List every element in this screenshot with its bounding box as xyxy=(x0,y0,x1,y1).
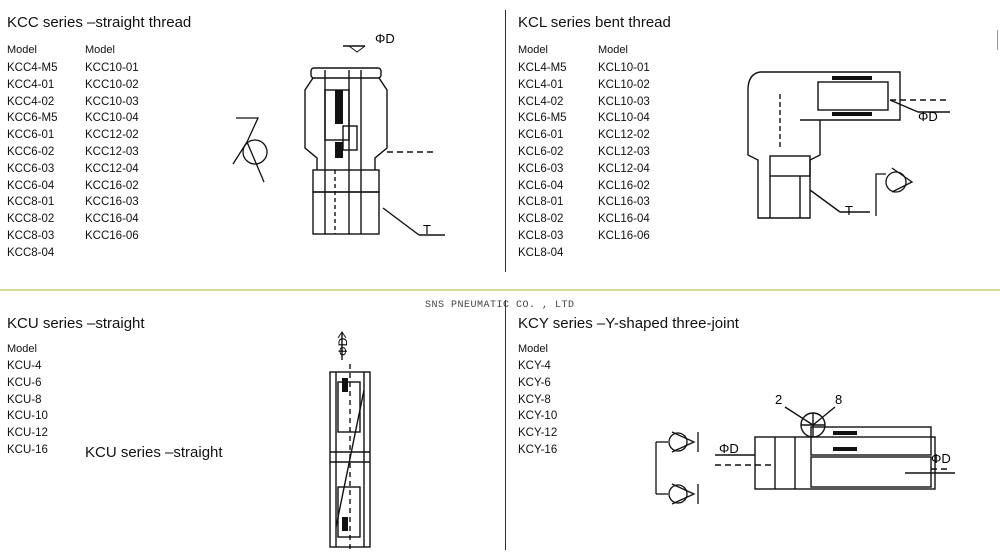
kcc-label-t: T xyxy=(423,222,431,237)
model-item: KCL6-M5 xyxy=(518,112,567,125)
model-item: KCC16-04 xyxy=(85,213,139,226)
model-item: KCL4-M5 xyxy=(518,62,567,74)
model-item: KCY-12 xyxy=(518,427,558,440)
kcy-label-8: 8 xyxy=(835,392,842,407)
kcu-fitting-drawing: ΦD xyxy=(329,331,371,552)
model-item: KCU-16 xyxy=(7,443,48,456)
model-item: KCC12-03 xyxy=(85,145,139,158)
kcy-label-d-left: ΦD xyxy=(719,441,739,456)
model-item: KCY-6 xyxy=(518,376,551,389)
company-name: SNS PNEUMATIC CO. , LTD xyxy=(425,300,575,311)
model-item: KCC10-01 xyxy=(85,62,139,74)
kcc-model-list-b: KCC10-01 KCC10-02 KCC10-03 KCC10-04 KCC1… xyxy=(85,60,139,245)
model-item: KCC10-04 xyxy=(85,112,139,125)
model-item: KCC6-04 xyxy=(7,179,55,192)
model-item: KCY-16 xyxy=(518,443,558,456)
kcc-model-header-b: Model xyxy=(85,44,115,56)
kcc-fitting-drawing: ΦD T xyxy=(304,31,445,237)
model-item: KCL8-01 xyxy=(518,196,564,209)
model-item: KCU-12 xyxy=(7,427,48,440)
model-item: KCL4-01 xyxy=(518,78,564,91)
model-item: KCC4-01 xyxy=(7,78,55,91)
kcy-model-header: Model xyxy=(518,343,548,355)
model-item: KCC4-M5 xyxy=(7,62,58,74)
model-item: KCL4-02 xyxy=(518,95,564,108)
model-item: KCL8-03 xyxy=(518,229,564,242)
model-item: KCC10-03 xyxy=(85,95,139,108)
model-item: KCL6-02 xyxy=(518,145,564,158)
kcl-fitting-drawing: ΦD T xyxy=(747,71,950,219)
kcl-label-d: ΦD xyxy=(918,109,938,124)
model-item: KCC16-02 xyxy=(85,179,139,192)
kcu-label-d: ΦD xyxy=(336,337,350,356)
model-item: KCL6-03 xyxy=(518,162,564,175)
kcu-caption: KCU series –straight xyxy=(85,444,223,461)
model-item: KCC8-01 xyxy=(7,196,55,209)
model-item: KCL12-04 xyxy=(598,162,650,175)
model-item: KCL16-04 xyxy=(598,213,650,226)
horizontal-divider xyxy=(0,289,1000,291)
kcc-model-list-a: KCC4-M5 KCC4-01 KCC4-02 KCC6-M5 KCC6-01 … xyxy=(7,60,57,262)
model-item: KCL12-02 xyxy=(598,129,650,142)
model-item: KCL8-02 xyxy=(518,213,564,226)
vertical-divider-top xyxy=(505,10,506,272)
model-item: KCL10-03 xyxy=(598,95,650,108)
model-item: KCL10-04 xyxy=(598,112,650,125)
kcl-model-header-b: Model xyxy=(598,44,628,56)
kcy-label-2: 2 xyxy=(775,392,782,407)
kcl-title: KCL series bent thread xyxy=(518,14,671,31)
kcc-label-d: ΦD xyxy=(375,31,395,46)
model-item: KCC6-03 xyxy=(7,162,55,175)
model-item: KCC12-02 xyxy=(85,129,139,142)
kcl-model-list-b: KCL10-01 KCL10-02 KCL10-03 KCL10-04 KCL1… xyxy=(598,60,650,245)
model-item: KCC8-04 xyxy=(7,246,55,259)
model-item: KCU-8 xyxy=(7,393,42,406)
kcu-model-header: Model xyxy=(7,343,37,355)
kcl-model-list-a: KCL4-M5 KCL4-01 KCL4-02 KCL6-M5 KCL6-01 … xyxy=(518,60,567,262)
kcl-model-header-a: Model xyxy=(518,44,548,56)
model-item: KCL10-02 xyxy=(598,78,650,91)
kcy-label-d-right: ΦD xyxy=(931,451,951,466)
model-item: KCL6-04 xyxy=(518,179,564,192)
model-item: KCC6-M5 xyxy=(7,112,58,125)
model-item: KCU-4 xyxy=(7,360,42,372)
model-item: KCC8-03 xyxy=(7,229,55,242)
model-item: KCC10-02 xyxy=(85,78,139,91)
kcl-label-t: T xyxy=(845,203,853,218)
kcu-model-list: KCU-4 KCU-6 KCU-8 KCU-10 KCU-12 KCU-16 xyxy=(7,358,48,459)
kcc-model-header-a: Model xyxy=(7,44,37,56)
model-item: KCU-10 xyxy=(7,410,48,423)
model-item: KCC16-06 xyxy=(85,229,139,242)
model-item: KCY-8 xyxy=(518,393,551,406)
model-item: KCY-10 xyxy=(518,410,558,423)
kcc-symbol-icon xyxy=(232,117,268,183)
model-item: KCC4-02 xyxy=(7,95,55,108)
model-item: KCL16-06 xyxy=(598,229,650,242)
model-item: KCC12-04 xyxy=(85,162,139,175)
model-item: KCC16-03 xyxy=(85,196,139,209)
kcl-symbol-icon xyxy=(875,167,914,216)
vertical-divider-bottom xyxy=(505,300,506,550)
kcy-fitting-drawing: 2 8 ΦD ΦD xyxy=(715,392,955,490)
model-item: KCC6-01 xyxy=(7,129,55,142)
kcu-title: KCU series –straight xyxy=(7,315,145,332)
kcy-symbol-icon xyxy=(655,431,699,505)
model-item: KCL12-03 xyxy=(598,145,650,158)
model-item: KCL16-02 xyxy=(598,179,650,192)
model-item: KCC6-02 xyxy=(7,145,55,158)
kcy-model-list: KCY-4 KCY-6 KCY-8 KCY-10 KCY-12 KCY-16 xyxy=(518,358,557,459)
model-item: KCL10-01 xyxy=(598,62,650,74)
model-item: KCY-4 xyxy=(518,360,551,372)
model-item: KCL16-03 xyxy=(598,196,650,209)
model-item: KCL8-04 xyxy=(518,246,564,259)
kcy-title: KCY series –Y-shaped three-joint xyxy=(518,315,739,332)
model-item: KCL6-01 xyxy=(518,129,564,142)
right-edge-line xyxy=(997,30,998,50)
model-item: KCC8-02 xyxy=(7,213,55,226)
kcc-title: KCC series –straight thread xyxy=(7,14,192,31)
model-item: KCU-6 xyxy=(7,376,42,389)
